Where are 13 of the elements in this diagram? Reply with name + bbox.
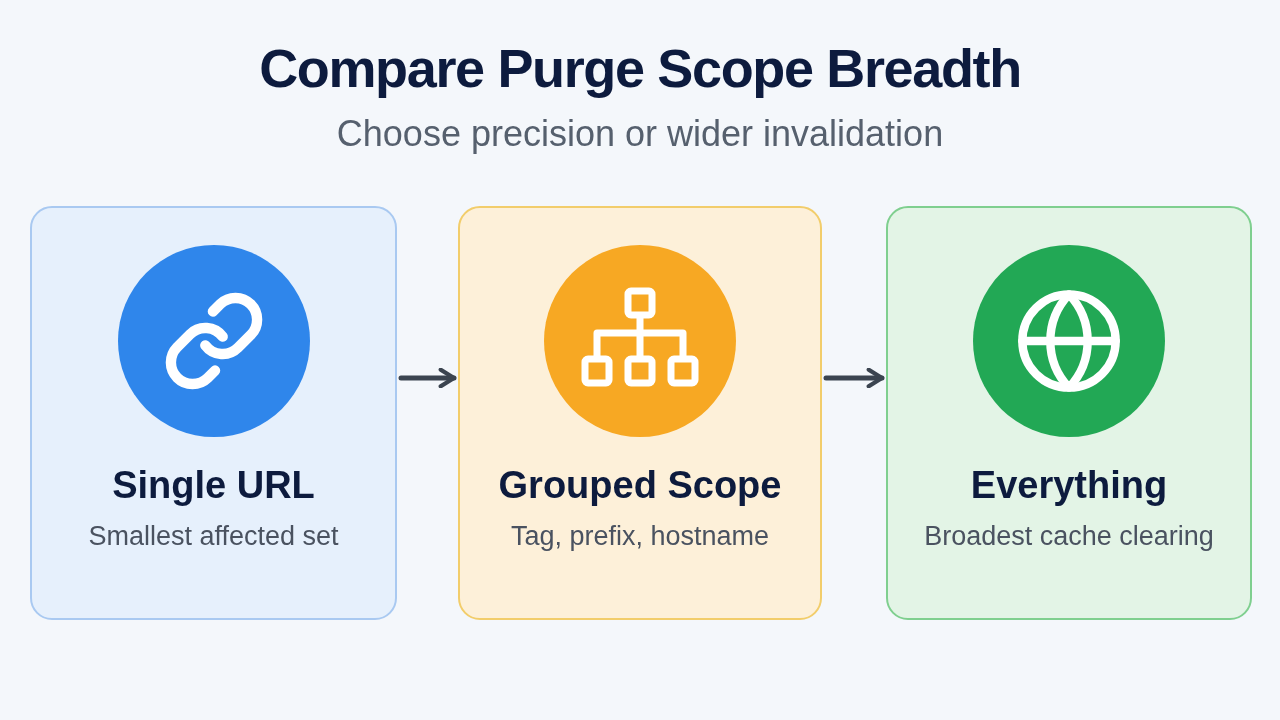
arrow: [823, 367, 885, 389]
card-heading: Single URL: [112, 463, 315, 508]
card-heading: Grouped Scope: [498, 463, 782, 508]
card-heading: Everything: [970, 463, 1168, 508]
scope-card: [886, 206, 1252, 620]
arrow: [398, 367, 457, 389]
scope-card: [458, 206, 822, 620]
scope-card: [30, 206, 397, 620]
title: Compare Purge Scope Breadth: [259, 37, 1021, 100]
card-description: Broadest cache clearing: [924, 520, 1214, 553]
card-description: Smallest affected set: [88, 520, 339, 553]
card-description: Tag, prefix, hostname: [510, 520, 770, 553]
subtitle: Choose precision or wider invalidation: [336, 112, 944, 156]
